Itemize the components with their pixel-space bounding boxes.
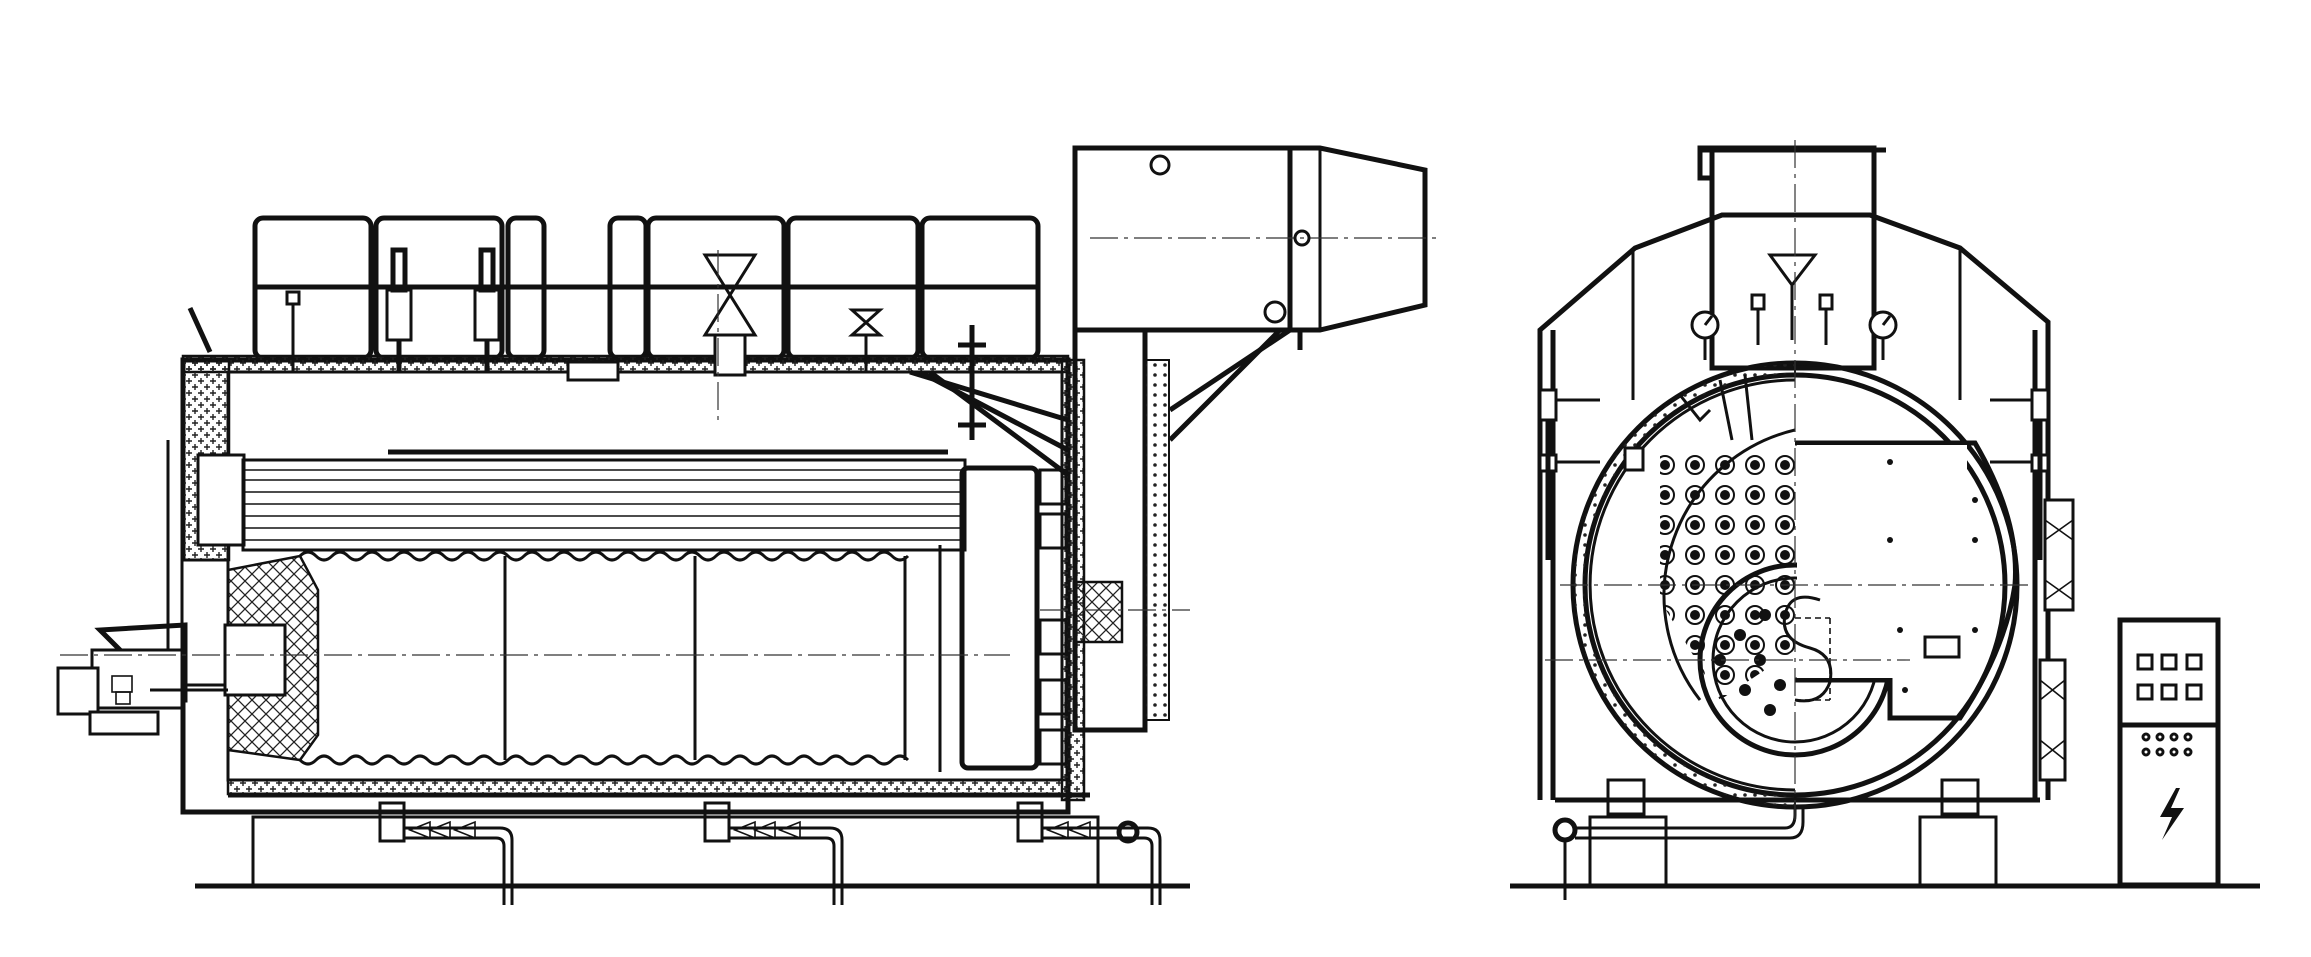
duct-struts — [1168, 327, 1292, 442]
drain-valves-center — [703, 801, 844, 905]
main-steam-valve — [702, 253, 758, 377]
level-gauge-right — [1990, 388, 2050, 560]
flue-duct — [1072, 327, 1148, 733]
pressure-gauge-side — [285, 290, 301, 372]
shell-insulation-top — [181, 354, 1070, 374]
front-top-valve — [1750, 253, 1834, 345]
side-valves-right — [2038, 498, 2075, 782]
front-feet — [1555, 778, 2040, 816]
manhole-top — [566, 360, 620, 382]
front-support-right — [1918, 815, 1998, 888]
small-valve — [848, 308, 884, 372]
drain-valves-right — [1016, 801, 1162, 905]
top-casing-frames — [252, 215, 1041, 361]
front-door — [196, 453, 246, 547]
pressure-gauge-right-icon — [1868, 310, 1898, 360]
level-electrode — [187, 306, 213, 354]
door-bolts — [1887, 459, 1978, 693]
flue-duct-insulation — [1144, 359, 1170, 721]
front-top-flanges — [1623, 374, 1754, 472]
furnace-tube — [298, 545, 942, 772]
control-cabinet — [2117, 617, 2221, 888]
furnace-tube-ends — [1714, 609, 1786, 716]
rear-chamber-studs — [1038, 468, 1068, 766]
lightning-bolt-icon — [2160, 788, 2184, 840]
tube-bundle — [241, 458, 967, 552]
rear-chamber — [959, 465, 1040, 771]
economizer — [1072, 145, 1440, 350]
support-base — [251, 815, 1100, 888]
level-gauge-left — [1538, 388, 1600, 560]
shell-insulation-bottom — [226, 778, 1070, 796]
tube-sheet — [1588, 378, 1795, 792]
flue-pipes — [909, 369, 1070, 478]
front-support-left — [1588, 815, 1668, 888]
side-view — [56, 145, 1440, 905]
inspection-port — [1923, 635, 1961, 659]
drain-valves-left — [378, 801, 514, 905]
front-view — [1510, 140, 2260, 900]
safety-valve-left — [385, 247, 413, 372]
flame-spiral-icon — [1782, 595, 1833, 703]
flue-flange — [1074, 580, 1124, 644]
burner-assembly — [56, 558, 287, 736]
level-control-pipe — [958, 325, 986, 440]
pressure-gauge-left-icon — [1690, 310, 1720, 360]
safety-valve-right — [473, 247, 501, 372]
front-casing — [1537, 212, 2051, 800]
